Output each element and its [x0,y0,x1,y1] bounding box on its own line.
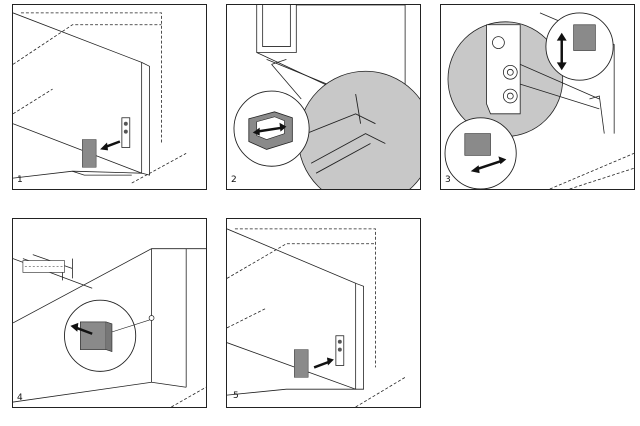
step-1-illustration [13,12,187,184]
step-2-panel: 2 [226,4,421,190]
step-number: 1 [17,175,23,185]
slide-arrow [256,126,283,133]
step-2-illustration [233,5,420,189]
step-1-panel: 1 [12,4,207,190]
step-number: 2 [231,175,237,185]
remove-arrow [75,326,93,335]
clip-part [82,139,97,168]
clip-part [294,349,309,378]
step-4-illustration [13,248,206,407]
step-number: 3 [445,175,451,185]
magnifier-circle [297,70,420,189]
step-number: 5 [233,391,239,401]
horizontal-arrow [476,160,501,171]
step-3-illustration [444,12,634,189]
step-5-illustration [227,228,406,407]
clip-part [80,321,107,350]
step-5-panel: 5 [226,218,421,408]
step-number: 4 [17,393,23,403]
insert-arrow [313,360,331,369]
step-3-panel: 3 [440,4,635,190]
step-4-panel: 4 [12,218,207,408]
